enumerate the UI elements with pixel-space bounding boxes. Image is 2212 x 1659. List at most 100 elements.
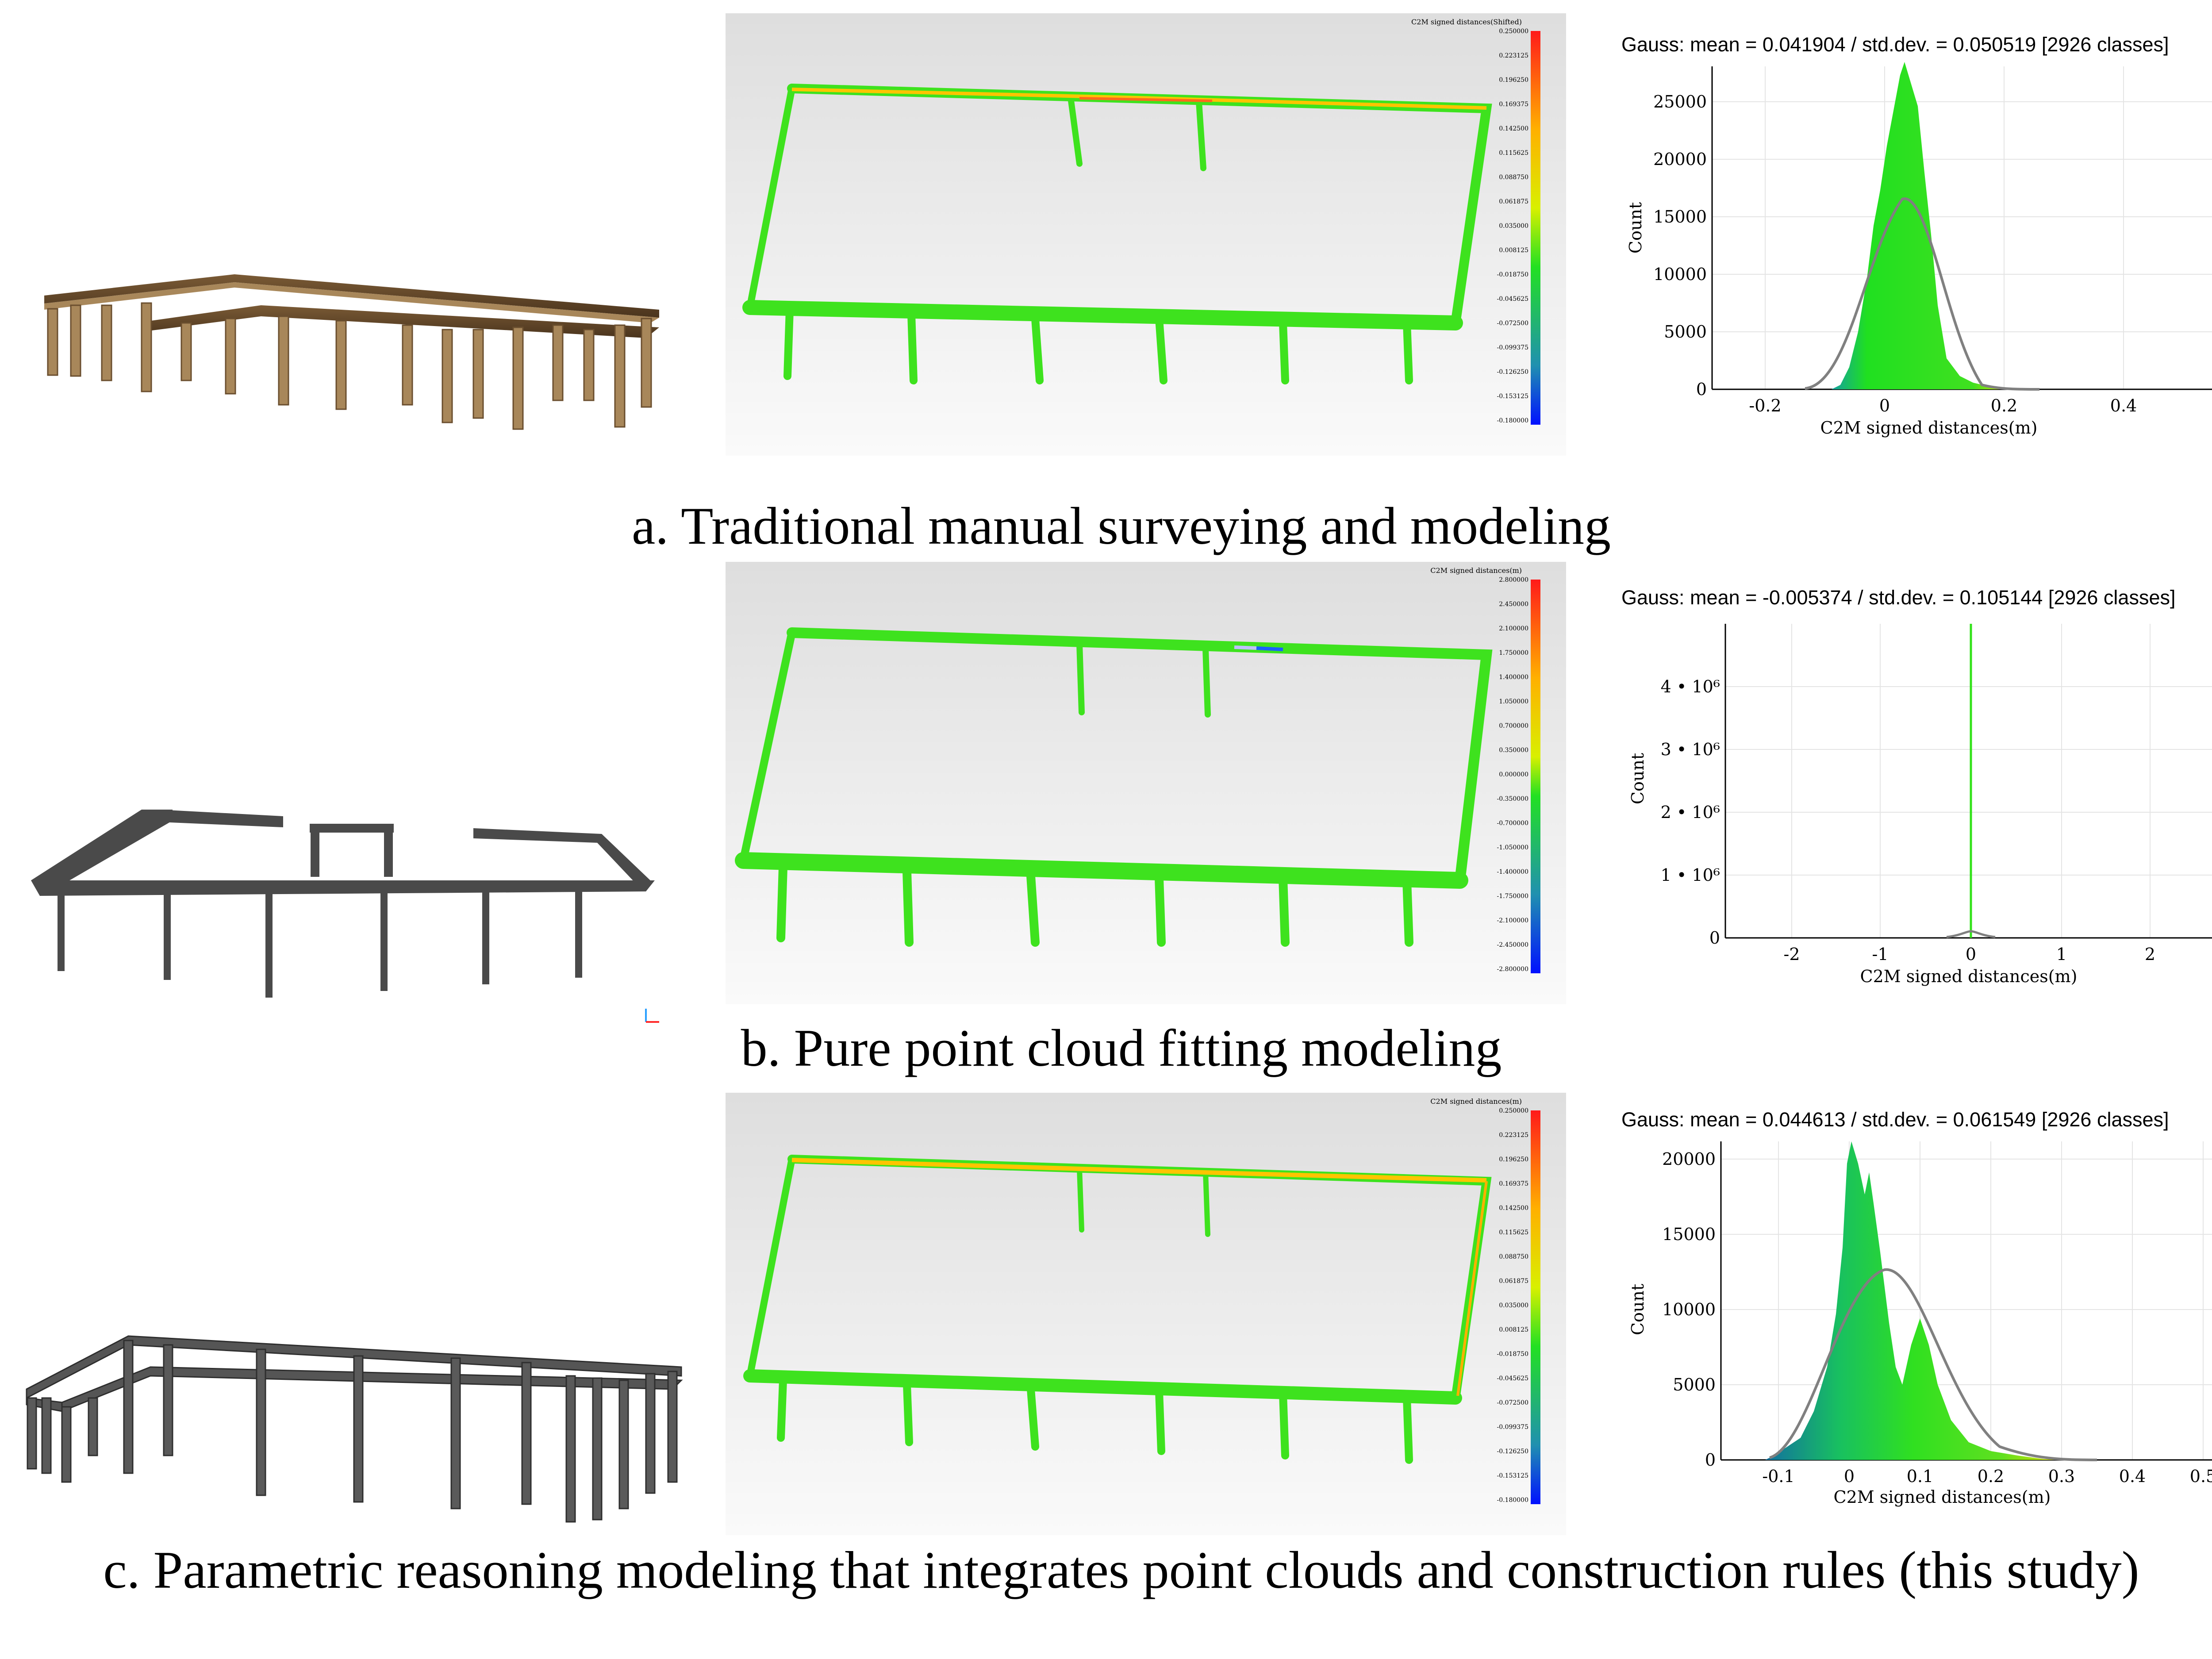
svg-text:0.5: 0.5 <box>2190 1467 2212 1486</box>
svg-text:1: 1 <box>2056 945 2067 964</box>
svg-text:3 • 10⁶: 3 • 10⁶ <box>1661 740 1720 759</box>
svg-text:-0.2: -0.2 <box>1749 396 1781 415</box>
svg-text:10000: 10000 <box>1662 1300 1716 1319</box>
svg-text:-0.018750: -0.018750 <box>1497 271 1528 278</box>
svg-text:0: 0 <box>1879 396 1890 415</box>
svg-text:-0.153125: -0.153125 <box>1497 393 1528 400</box>
svg-text:0.061875: 0.061875 <box>1499 1278 1528 1285</box>
svg-text:0.115625: 0.115625 <box>1499 150 1528 157</box>
svg-text:-0.045625: -0.045625 <box>1497 296 1528 303</box>
svg-text:-0.072500: -0.072500 <box>1497 320 1528 327</box>
svg-text:5000: 5000 <box>1664 322 1707 342</box>
svg-text:-0.126250: -0.126250 <box>1497 369 1528 376</box>
timber-frame-model-a <box>44 274 659 430</box>
scale-title-a: C2M signed distances(Shifted) <box>1411 18 1522 26</box>
svg-text:-0.126250: -0.126250 <box>1497 1448 1528 1455</box>
svg-text:-0.018750: -0.018750 <box>1497 1351 1528 1358</box>
svg-text:-0.1: -0.1 <box>1762 1467 1794 1486</box>
svg-text:0.700000: 0.700000 <box>1499 722 1528 730</box>
svg-text:15000: 15000 <box>1653 207 1707 227</box>
svg-text:2: 2 <box>2145 945 2155 964</box>
svg-text:-1.050000: -1.050000 <box>1497 844 1528 851</box>
histogram-title-c: Gauss: mean = 0.044613 / std.dev. = 0.06… <box>1621 1108 2169 1131</box>
svg-text:-1: -1 <box>1872 945 1888 964</box>
svg-text:0.169375: 0.169375 <box>1499 101 1528 108</box>
svg-text:-2.450000: -2.450000 <box>1497 941 1528 949</box>
svg-text:-0.700000: -0.700000 <box>1497 820 1528 827</box>
svg-text:-0.350000: -0.350000 <box>1497 795 1528 803</box>
svg-text:1.050000: 1.050000 <box>1499 698 1528 705</box>
svg-text:1 • 10⁶: 1 • 10⁶ <box>1661 865 1720 885</box>
svg-text:0.061875: 0.061875 <box>1499 198 1528 205</box>
svg-text:0.3: 0.3 <box>2048 1467 2075 1486</box>
svg-text:-1.400000: -1.400000 <box>1497 868 1528 876</box>
caption-c: c. Parametric reasoning modeling that in… <box>103 1540 2139 1599</box>
svg-text:20000: 20000 <box>1662 1149 1716 1169</box>
svg-text:0.000000: 0.000000 <box>1499 771 1528 778</box>
svg-text:2.100000: 2.100000 <box>1499 625 1528 632</box>
x-axis-label-c: C2M signed distances(m) <box>1834 1487 2051 1507</box>
c2m-point-cloud-b: C2M signed distances(m) 2.800000 2.45000… <box>726 562 1566 1004</box>
svg-text:0.008125: 0.008125 <box>1499 1326 1528 1333</box>
svg-text:-0.180000: -0.180000 <box>1497 417 1528 424</box>
svg-text:0.142500: 0.142500 <box>1499 1205 1528 1212</box>
histogram-b: 0 1 • 10⁶ 2 • 10⁶ 3 • 10⁶ 4 • 10⁶ -2 -1 … <box>1628 624 2212 986</box>
svg-text:-0.099375: -0.099375 <box>1497 344 1528 351</box>
svg-text:0.250000: 0.250000 <box>1499 1107 1528 1114</box>
svg-text:10000: 10000 <box>1653 265 1707 284</box>
caption-a: a. Traditional manual surveying and mode… <box>631 496 1611 555</box>
svg-text:0.115625: 0.115625 <box>1499 1229 1528 1236</box>
svg-text:0.250000: 0.250000 <box>1499 28 1528 35</box>
svg-text:0.2: 0.2 <box>1978 1467 2004 1486</box>
scale-ticks-b: 2.800000 2.450000 2.100000 1.750000 1.40… <box>1497 576 1528 973</box>
histogram-title-a: Gauss: mean = 0.041904 / std.dev. = 0.05… <box>1621 33 2169 56</box>
svg-text:0.350000: 0.350000 <box>1499 747 1528 754</box>
svg-text:0: 0 <box>1709 928 1720 948</box>
svg-text:0.4: 0.4 <box>2110 396 2137 415</box>
svg-text:0.142500: 0.142500 <box>1499 125 1528 132</box>
histogram-title-b: Gauss: mean = -0.005374 / std.dev. = 0.1… <box>1621 586 2176 609</box>
svg-text:0.223125: 0.223125 <box>1499 1132 1528 1139</box>
histogram-c: 0 5000 10000 15000 20000 -0.1 0 0.1 0.2 … <box>1628 1141 2212 1507</box>
svg-text:5000: 5000 <box>1673 1375 1716 1394</box>
svg-text:2 • 10⁶: 2 • 10⁶ <box>1661 803 1720 822</box>
x-axis-label-b: C2M signed distances(m) <box>1860 967 2078 986</box>
y-axis-label-a: Count <box>1626 202 1645 253</box>
y-axis-label-b: Count <box>1628 753 1647 804</box>
svg-text:1.400000: 1.400000 <box>1499 674 1528 681</box>
svg-text:-0.045625: -0.045625 <box>1497 1375 1528 1382</box>
scale-ticks-a: 0.250000 0.223125 0.196250 0.169375 0.14… <box>1497 28 1528 424</box>
svg-text:0.4: 0.4 <box>2119 1467 2146 1486</box>
svg-text:0.035000: 0.035000 <box>1499 223 1528 230</box>
svg-text:25000: 25000 <box>1653 92 1707 111</box>
svg-text:0: 0 <box>1696 380 1707 399</box>
svg-text:20000: 20000 <box>1653 150 1707 169</box>
parametric-model-c <box>26 1335 683 1523</box>
svg-text:0.088750: 0.088750 <box>1499 174 1528 181</box>
scale-title-b: C2M signed distances(m) <box>1430 566 1522 575</box>
svg-text:0.169375: 0.169375 <box>1499 1180 1528 1187</box>
svg-text:-0.180000: -0.180000 <box>1497 1497 1528 1504</box>
svg-text:2.800000: 2.800000 <box>1499 576 1528 584</box>
scale-ticks-c: 0.250000 0.223125 0.196250 0.169375 0.14… <box>1497 1107 1528 1504</box>
svg-text:0.088750: 0.088750 <box>1499 1253 1528 1260</box>
svg-text:-2: -2 <box>1783 945 1800 964</box>
svg-text:0: 0 <box>1705 1450 1716 1470</box>
svg-text:0.008125: 0.008125 <box>1499 247 1528 254</box>
svg-text:-1.750000: -1.750000 <box>1497 893 1528 900</box>
svg-text:0: 0 <box>1844 1467 1855 1486</box>
scale-title-c: C2M signed distances(m) <box>1430 1097 1522 1106</box>
svg-text:-0.153125: -0.153125 <box>1497 1472 1528 1479</box>
histogram-a: 0 5000 10000 15000 20000 25000 -0.2 0 0.… <box>1626 62 2212 438</box>
svg-text:0.2: 0.2 <box>1991 396 2017 415</box>
svg-text:0: 0 <box>1966 945 1976 964</box>
fitted-model-b <box>31 810 659 1023</box>
svg-text:0.196250: 0.196250 <box>1499 1156 1528 1163</box>
svg-text:0.035000: 0.035000 <box>1499 1302 1528 1309</box>
c2m-point-cloud-a: C2M signed distances(Shifted) 0.250000 0… <box>726 13 1566 456</box>
caption-b: b. Pure point cloud fitting modeling <box>741 1018 1502 1077</box>
y-axis-label-c: Count <box>1628 1284 1647 1335</box>
svg-text:-2.100000: -2.100000 <box>1497 917 1528 924</box>
c2m-point-cloud-c: C2M signed distances(m) 0.250000 0.22312… <box>726 1093 1566 1535</box>
svg-text:15000: 15000 <box>1662 1225 1716 1244</box>
